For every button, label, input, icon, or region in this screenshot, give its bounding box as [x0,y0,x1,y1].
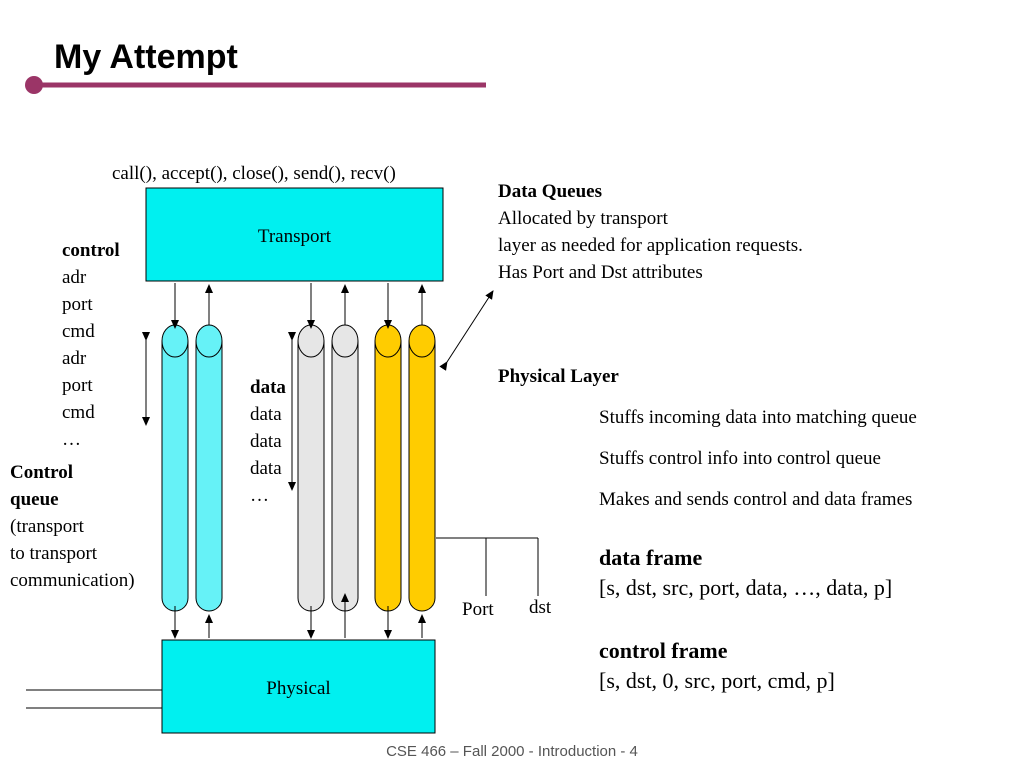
data-frame-heading: data frame [599,545,703,570]
control-queue-2 [195,324,223,612]
data-field-list: data data data data … [250,374,286,509]
data-queue-grey-2 [331,324,359,612]
control-field-list: control adr port cmd adr port cmd … [62,237,120,453]
physical-layer-heading: Physical Layer [498,366,619,387]
note-line: Allocated by transport [498,208,668,229]
control-queue-caption: Control queue (transport to transport co… [10,459,135,594]
data-queue-yellow-1 [374,324,402,612]
data-queues-pointer-arrow [439,290,494,371]
list-item: port [62,375,93,396]
list-item: … [250,485,269,506]
list-item: port [62,294,93,315]
physical-box [161,639,436,734]
queue-attribute-lines [436,537,539,596]
caption-line: Control [10,462,73,483]
list-item: adr [62,348,87,369]
physical-queue-arrows [171,593,426,639]
control-queue-1 [161,324,189,612]
api-calls-label: call(), accept(), close(), send(), recv(… [112,163,396,184]
control-list-heading: control [62,240,120,261]
network-wires [26,689,162,709]
data-queue-yellow-2 [408,324,436,612]
list-item: data [250,458,282,479]
transport-queue-arrows [171,283,426,329]
note-heading: Data Queues [498,181,602,202]
data-frame-note: data frame [s, dst, src, port, data, …, … [599,543,892,603]
control-frame-format: [s, dst, 0, src, port, cmd, p] [599,668,835,693]
list-item: … [62,429,81,450]
physical-label: Physical [266,678,331,699]
list-item: cmd [62,321,95,342]
list-item: cmd [62,402,95,423]
transport-box [145,187,444,282]
caption-line: queue [10,489,59,510]
caption-line: communication) [10,570,135,591]
caption-line: (transport [10,516,84,537]
note-line: Has Port and Dst attributes [498,262,703,283]
list-item: adr [62,267,87,288]
data-queues-note: Data Queues Allocated by transport layer… [498,178,803,286]
control-frame-note: control frame [s, dst, 0, src, port, cmd… [599,636,835,696]
slide-title: My Attempt [54,38,238,76]
control-frame-heading: control frame [599,638,728,663]
list-item: data [250,404,282,425]
data-list-heading: data [250,377,286,398]
list-item: data [250,431,282,452]
physical-layer-item: Makes and sends control and data frames [599,489,913,510]
data-frame-format: [s, dst, src, port, data, …, data, p] [599,575,893,600]
physical-layer-item: Stuffs control info into control queue [599,448,881,469]
port-label: Port [462,599,494,620]
dst-label: dst [529,597,552,618]
title-underline [25,76,486,94]
data-queue-grey-1 [297,324,325,612]
physical-layer-item: Stuffs incoming data into matching queue [599,407,917,428]
note-line: layer as needed for application requests… [498,235,803,256]
slide-footer: CSE 466 – Fall 2000 - Introduction - 4 [386,743,638,760]
caption-line: to transport [10,543,98,564]
transport-label: Transport [257,226,332,247]
